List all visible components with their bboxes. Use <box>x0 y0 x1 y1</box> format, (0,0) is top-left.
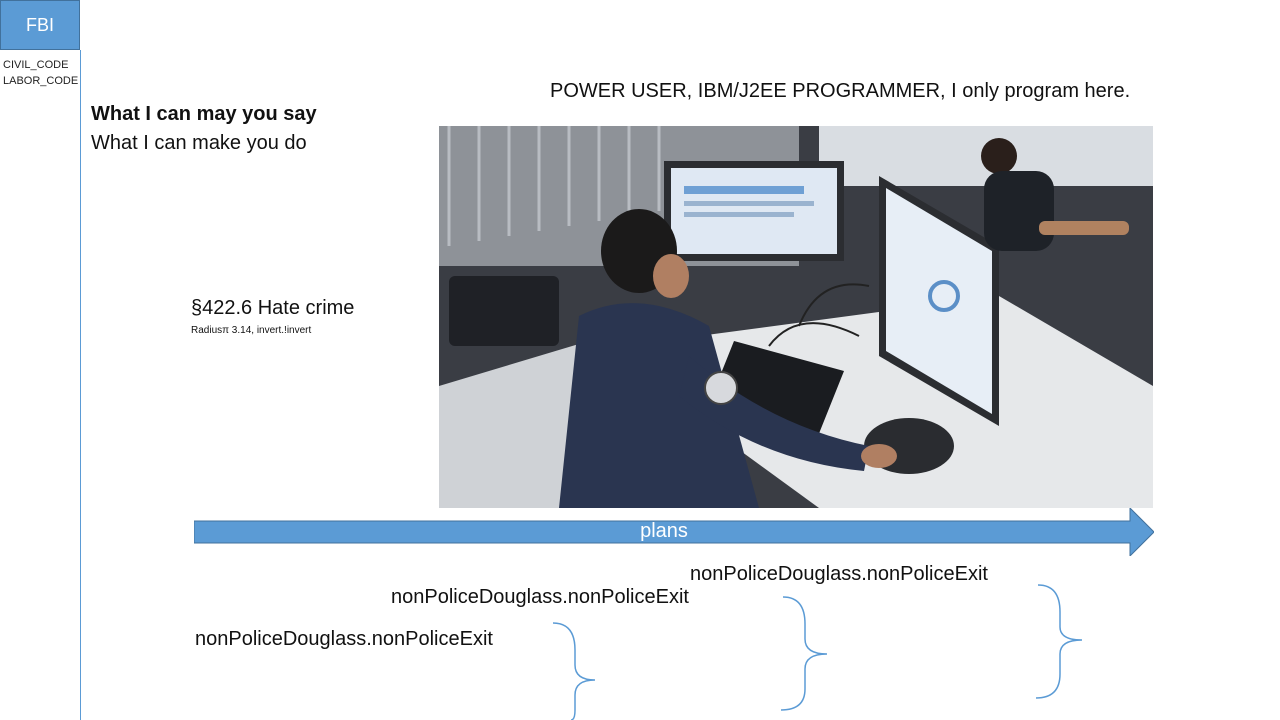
plans-label: plans <box>640 520 688 542</box>
code-item-labor: LABOR_CODE <box>3 75 79 87</box>
header-text: POWER USER, IBM/J2EE PROGRAMMER, I only … <box>550 80 1131 102</box>
section-title: §422.6 Hate crime <box>191 297 355 319</box>
reference-1: nonPoliceDouglass.nonPoliceExit <box>195 628 493 650</box>
reference-2: nonPoliceDouglass.nonPoliceExit <box>391 586 689 608</box>
code-list: CIVIL_CODE LABOR_CODE <box>3 57 78 89</box>
intro-bold: What I can may you say <box>91 103 317 125</box>
fbi-badge-label: FBI <box>25 14 54 35</box>
brace-2 <box>780 596 828 711</box>
reference-3: nonPoliceDouglass.nonPoliceExit <box>690 563 988 585</box>
section-subtitle: Radiusπ 3.14, invert.!invert <box>191 325 312 336</box>
plans-arrow <box>194 508 1154 556</box>
intro-normal: What I can make you do <box>91 132 307 154</box>
code-item-civil: CIVIL_CODE <box>3 59 69 71</box>
fbi-badge: FBI <box>0 0 80 50</box>
sidebar-divider <box>80 50 81 720</box>
office-photo <box>439 126 1153 508</box>
brace-1 <box>552 622 596 720</box>
office-photo-illustration <box>439 126 1153 508</box>
brace-3 <box>1035 584 1083 699</box>
